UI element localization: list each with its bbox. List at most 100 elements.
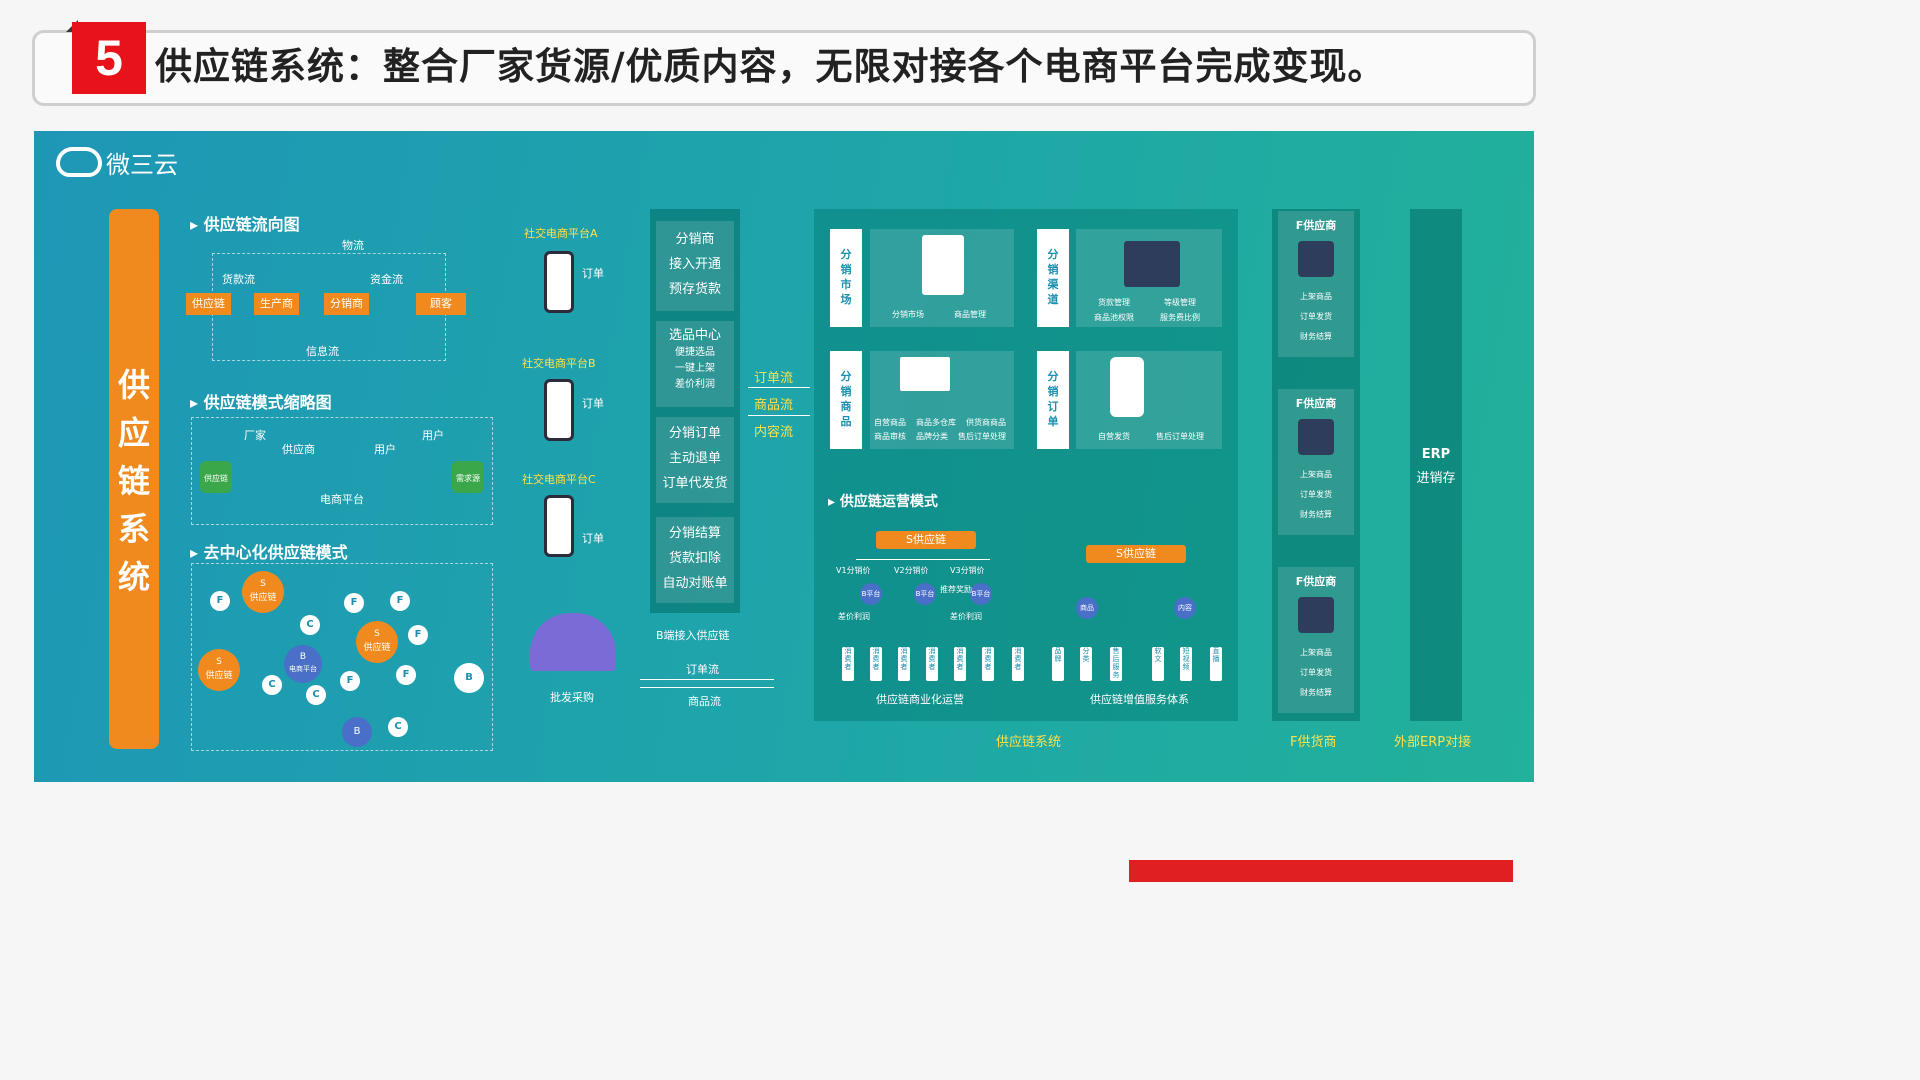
tab-distribution-goods: 分销商品 (830, 351, 862, 449)
slide-number: 5 (72, 22, 146, 94)
c-node: C (306, 685, 326, 705)
tree-line (856, 559, 990, 560)
market-item: 商品管理 (954, 310, 986, 319)
supplier-card: F供应商 上架商品 订单发货 财务结算 (1278, 211, 1354, 357)
supplier-boxes-icon (1298, 419, 1334, 455)
b-platform-node: B平台 (914, 583, 936, 605)
tab-distribution-channel: 分销渠道 (1037, 229, 1069, 327)
supply-system-panel (814, 209, 1238, 721)
goods-item: 自营商品 (874, 418, 906, 427)
s-node-2-sub: 供应链 (363, 643, 391, 653)
platform-c-order: 订单 (582, 532, 604, 545)
distributor-settle-card: 分销结算 货款扣除 自动对账单 (656, 517, 734, 603)
goods-node: 商品 (1076, 597, 1098, 619)
cloud-logo-icon (56, 147, 102, 177)
diagram-panel: 微三云 供应链系统 ▸ 供应链流向图 物流 货款流 资金流 供应链 生产商 分销… (34, 131, 1534, 782)
c-node: C (388, 717, 408, 737)
consumer-tag: 消费者 (982, 647, 994, 681)
consumer-tag: 消费者 (870, 647, 882, 681)
tab-distribution-market: 分销市场 (830, 229, 862, 327)
system-footer: 供应链系统 (996, 735, 1062, 750)
wholesale-label: 批发采购 (550, 691, 594, 704)
value-tag: 软文 (1152, 647, 1164, 681)
supplier-line: 上架商品 (1300, 648, 1332, 657)
f-node: F (344, 593, 364, 613)
distributor-column (650, 209, 740, 613)
channel-item: 货款管理 (1098, 298, 1130, 307)
supplier-title: F供应商 (1295, 575, 1337, 588)
ops-heading: ▸ 供应链运营模式 (828, 494, 938, 510)
arrow-line (748, 415, 810, 416)
left-bar-label: 供应链系统 (109, 361, 159, 601)
b-platform-node-sub: 电商平台 (289, 665, 317, 673)
erp-column (1410, 209, 1462, 721)
s-node-3-label: S (216, 657, 222, 667)
tab-distribution-market-label: 分销市场 (840, 248, 852, 306)
b-platform-node-label: B (299, 652, 307, 662)
spread-label-2: 差价利润 (950, 612, 982, 621)
supplier-title: F供应商 (1295, 219, 1337, 232)
s-node-3-sub: 供应链 (205, 671, 233, 681)
distributor-line: 分销订单 (668, 426, 721, 441)
ops-heading-text: 供应链运营模式 (839, 494, 938, 510)
tab-distribution-channel-label: 分销渠道 (1047, 248, 1059, 306)
goods-item: 售后订单处理 (958, 432, 1006, 441)
bottom-red-bar (1129, 860, 1513, 882)
f-node: F (408, 625, 428, 645)
recommend-label: 推荐奖励 (940, 585, 972, 594)
f-node: F (390, 591, 410, 611)
supplier-line: 财务结算 (1300, 332, 1332, 341)
title-bar (32, 30, 1536, 106)
arrow-line (748, 387, 810, 388)
value-tag: 直播 (1210, 647, 1222, 681)
supplier-line: 订单发货 (1300, 668, 1332, 677)
consumer-tag: 消费者 (898, 647, 910, 681)
mode-platform-label: 电商平台 (320, 493, 364, 506)
s-node-1-label: S (260, 579, 266, 589)
channel-item: 服务费比例 (1160, 313, 1200, 322)
brand-logo-text: 微三云 (106, 151, 178, 179)
platform-a-order: 订单 (582, 267, 604, 280)
payment-flow-label: 货款流 (222, 273, 255, 286)
c-node: C (300, 615, 320, 635)
tab-distribution-order: 分销订单 (1037, 351, 1069, 449)
price-v1: V1分销价 (836, 566, 871, 575)
price-v2: V2分销价 (894, 566, 929, 575)
consumer-tag: 消费者 (1012, 647, 1024, 681)
erp-footer: 外部ERP对接 (1394, 735, 1472, 750)
platform-a-label: 社交电商平台A (524, 227, 598, 240)
supplier-boxes-icon (1298, 597, 1334, 633)
erp-sub-label: 进销存 (1416, 471, 1456, 486)
content-flow-label: 内容流 (754, 425, 794, 440)
erp-label: ERP (1421, 447, 1451, 462)
f-node: F (210, 591, 230, 611)
order-item: 售后订单处理 (1156, 432, 1204, 441)
flow-step-0: 供应链 (186, 293, 231, 315)
wholesale-order-flow: 订单流 (686, 663, 719, 676)
storefront-icon (1124, 241, 1180, 287)
supplier-line: 上架商品 (1300, 292, 1332, 301)
distributor-card-1: 分销商 接入开通 预存货款 (656, 221, 734, 311)
order-item: 自营发货 (1098, 432, 1130, 441)
wholesale-goods-flow: 商品流 (688, 695, 721, 708)
tab-distribution-goods-label: 分销商品 (840, 370, 852, 428)
s-chain-pill: S供应链 (876, 531, 976, 549)
supplier-card: F供应商 上架商品 订单发货 财务结算 (1278, 389, 1354, 535)
arrow-line (640, 687, 774, 688)
f-node: F (396, 665, 416, 685)
selection-line: 一键上架 (675, 363, 715, 374)
distributor-line: 货款扣除 (668, 551, 721, 566)
channel-item: 商品池权限 (1094, 313, 1134, 322)
distributor-line: 主动退单 (668, 451, 721, 466)
b-access-label: B端接入供应链 (656, 629, 730, 642)
distributor-line: 接入开通 (668, 257, 721, 272)
mode-supply-label: 供应链 (204, 474, 228, 483)
c-node: C (262, 675, 282, 695)
left-bar (109, 209, 159, 749)
value-tag: 短视频 (1180, 647, 1192, 681)
mode-demand-label: 需求源 (456, 474, 480, 483)
supplier-line: 订单发货 (1300, 312, 1332, 321)
s-chain-pill-2: S供应链 (1086, 545, 1186, 563)
